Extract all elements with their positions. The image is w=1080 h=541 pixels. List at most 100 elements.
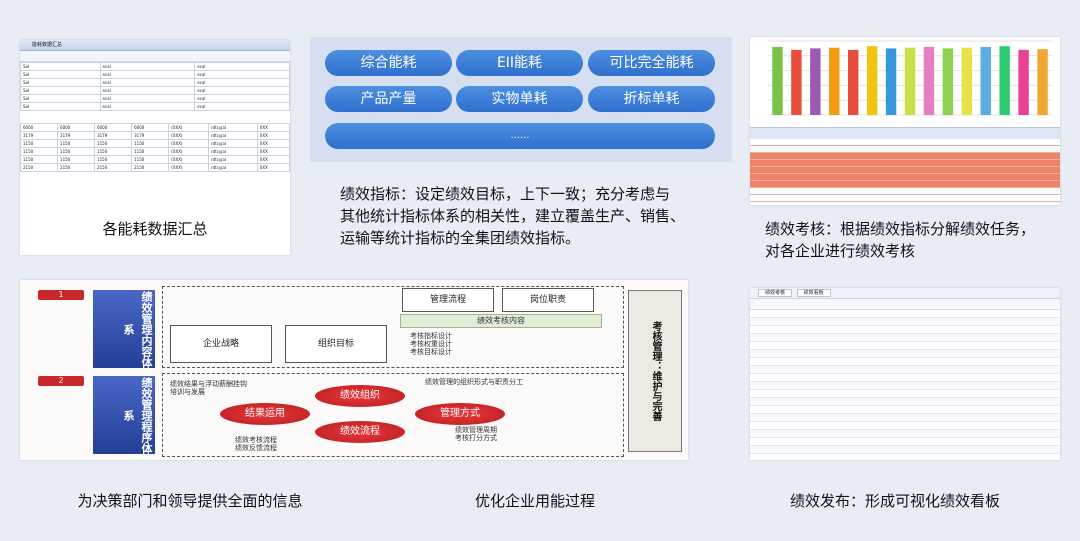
table-cell: 1150 xyxy=(131,139,170,148)
table-cell: ecal xyxy=(194,78,290,87)
dashboard-table xyxy=(750,310,1060,454)
bar xyxy=(791,49,802,115)
caption-line: 运输等统计指标的全集团绩效指标。 xyxy=(340,229,581,247)
green-header: 绩效考核内容 xyxy=(400,314,602,328)
table-cell: XXX xyxy=(256,155,290,164)
dashboard-toolbar xyxy=(750,299,1060,310)
table-row xyxy=(750,334,1060,342)
table-cell: Sal xyxy=(20,94,101,103)
box-process: 管理流程 xyxy=(402,288,494,312)
toolbar xyxy=(20,51,290,62)
table-header xyxy=(750,127,1060,140)
metric-button-more[interactable]: ...... xyxy=(325,123,715,149)
metric-panel: 综合能耗 EII能耗 可比完全能耗 产品产量 实物单耗 折标单耗 ...... xyxy=(310,37,732,162)
table-row xyxy=(750,406,1060,414)
assessment-bar-chart xyxy=(768,40,1052,116)
procedure-dashed-box xyxy=(162,373,624,457)
table-row xyxy=(750,374,1060,382)
dashboard-tabs: 绩效考核 绩效看板 xyxy=(750,288,1060,299)
table-row xyxy=(750,310,1060,318)
table-cell: Sal xyxy=(20,70,101,79)
bar xyxy=(999,46,1010,115)
green-item: 考核目标设计 xyxy=(410,348,452,356)
caption-publish: 绩效发布：形成可视化绩效看板 xyxy=(789,492,1000,510)
bullets-right-top: 绩效管理的组织形式与职责分工 xyxy=(425,378,523,386)
table-cell: rdtcyjal xyxy=(208,163,258,172)
table-cell: 6000 xyxy=(20,123,59,132)
table-cell: 3179 xyxy=(20,131,59,140)
table-cell: Sal xyxy=(20,62,101,71)
management-diagram: 1 2 绩效管理内容体系 绩效管理程序体系 企业战略 组织目标 管理流程 岗位职… xyxy=(20,280,688,460)
assessment-table xyxy=(750,139,1060,205)
table-row xyxy=(750,188,1060,195)
metric-button-5[interactable]: 实物单耗 xyxy=(456,86,583,112)
table-row xyxy=(750,350,1060,358)
metric-button-6[interactable]: 折标单耗 xyxy=(588,86,715,112)
table-cell: ecal xyxy=(194,102,290,111)
table-cell: 1150 xyxy=(57,139,96,148)
table-cell: 1150 xyxy=(20,147,59,156)
table-row xyxy=(750,446,1060,454)
bullet: 绩效考核流程 xyxy=(235,436,277,444)
table-row xyxy=(750,181,1060,188)
table-cell: ecal xyxy=(99,94,196,103)
bar xyxy=(866,46,878,115)
table-cell: ecal xyxy=(194,86,290,95)
table-cell: 2150 xyxy=(131,163,170,172)
table-row xyxy=(750,422,1060,430)
caption-line: 绩效指标：设定绩效目标，上下一致；充分考虑与 xyxy=(340,185,671,203)
table-row xyxy=(750,438,1060,446)
table-cell: rdtcyjal xyxy=(208,123,258,132)
table-row xyxy=(750,366,1060,374)
table-cell: XXX xyxy=(256,147,290,156)
table-cell: (XXX) xyxy=(168,147,210,156)
table-cell: 1150 xyxy=(131,155,170,164)
bar xyxy=(829,47,840,115)
ellipse-process: 绩效流程 xyxy=(315,421,405,443)
bar xyxy=(810,48,821,115)
bar xyxy=(1037,49,1048,115)
table-row xyxy=(750,358,1060,366)
table-cell: XXX xyxy=(256,163,290,172)
table-cell: rdtcyjal xyxy=(208,131,258,140)
table-row xyxy=(750,139,1060,146)
table-row xyxy=(750,414,1060,422)
bullet: 绩效管理的组织形式与职责分工 xyxy=(425,378,523,386)
table-cell: 1150 xyxy=(57,147,96,156)
table-row xyxy=(750,382,1060,390)
table-cell: Sal xyxy=(20,102,101,111)
bullets-right-bottom: 绩效管理周期 考核打分方式 xyxy=(455,426,497,442)
caption-optimize: 优化企业用能过程 xyxy=(474,492,595,510)
table-row xyxy=(750,390,1060,398)
table-cell: 2150 xyxy=(57,163,96,172)
bar xyxy=(847,49,859,115)
metric-button-2[interactable]: EII能耗 xyxy=(456,50,583,76)
metric-button-4[interactable]: 产品产量 xyxy=(325,86,452,112)
bar xyxy=(923,46,935,115)
section-badge-2: 2 xyxy=(38,376,84,386)
table-cell: (XXX) xyxy=(168,163,210,172)
caption-line: 绩效考核：根据绩效指标分解绩效任务， xyxy=(765,220,1036,238)
green-items: 考核指标设计 考核权重设计 考核目标设计 xyxy=(410,332,452,356)
bar xyxy=(904,47,916,115)
table-cell: XXX xyxy=(256,139,290,148)
table-cell: 1150 xyxy=(131,147,170,156)
table-cell: 6000 xyxy=(131,123,170,132)
metric-button-3[interactable]: 可比完全能耗 xyxy=(588,50,715,76)
section-title-procedure: 绩效管理程序体系 xyxy=(93,376,155,454)
table-cell: ecal xyxy=(99,78,196,87)
box-duties: 岗位职责 xyxy=(502,288,594,312)
tab-dashboard[interactable]: 绩效看板 xyxy=(796,289,831,297)
tab-assessment[interactable]: 绩效考核 xyxy=(758,289,793,297)
metric-button-1[interactable]: 综合能耗 xyxy=(325,50,452,76)
